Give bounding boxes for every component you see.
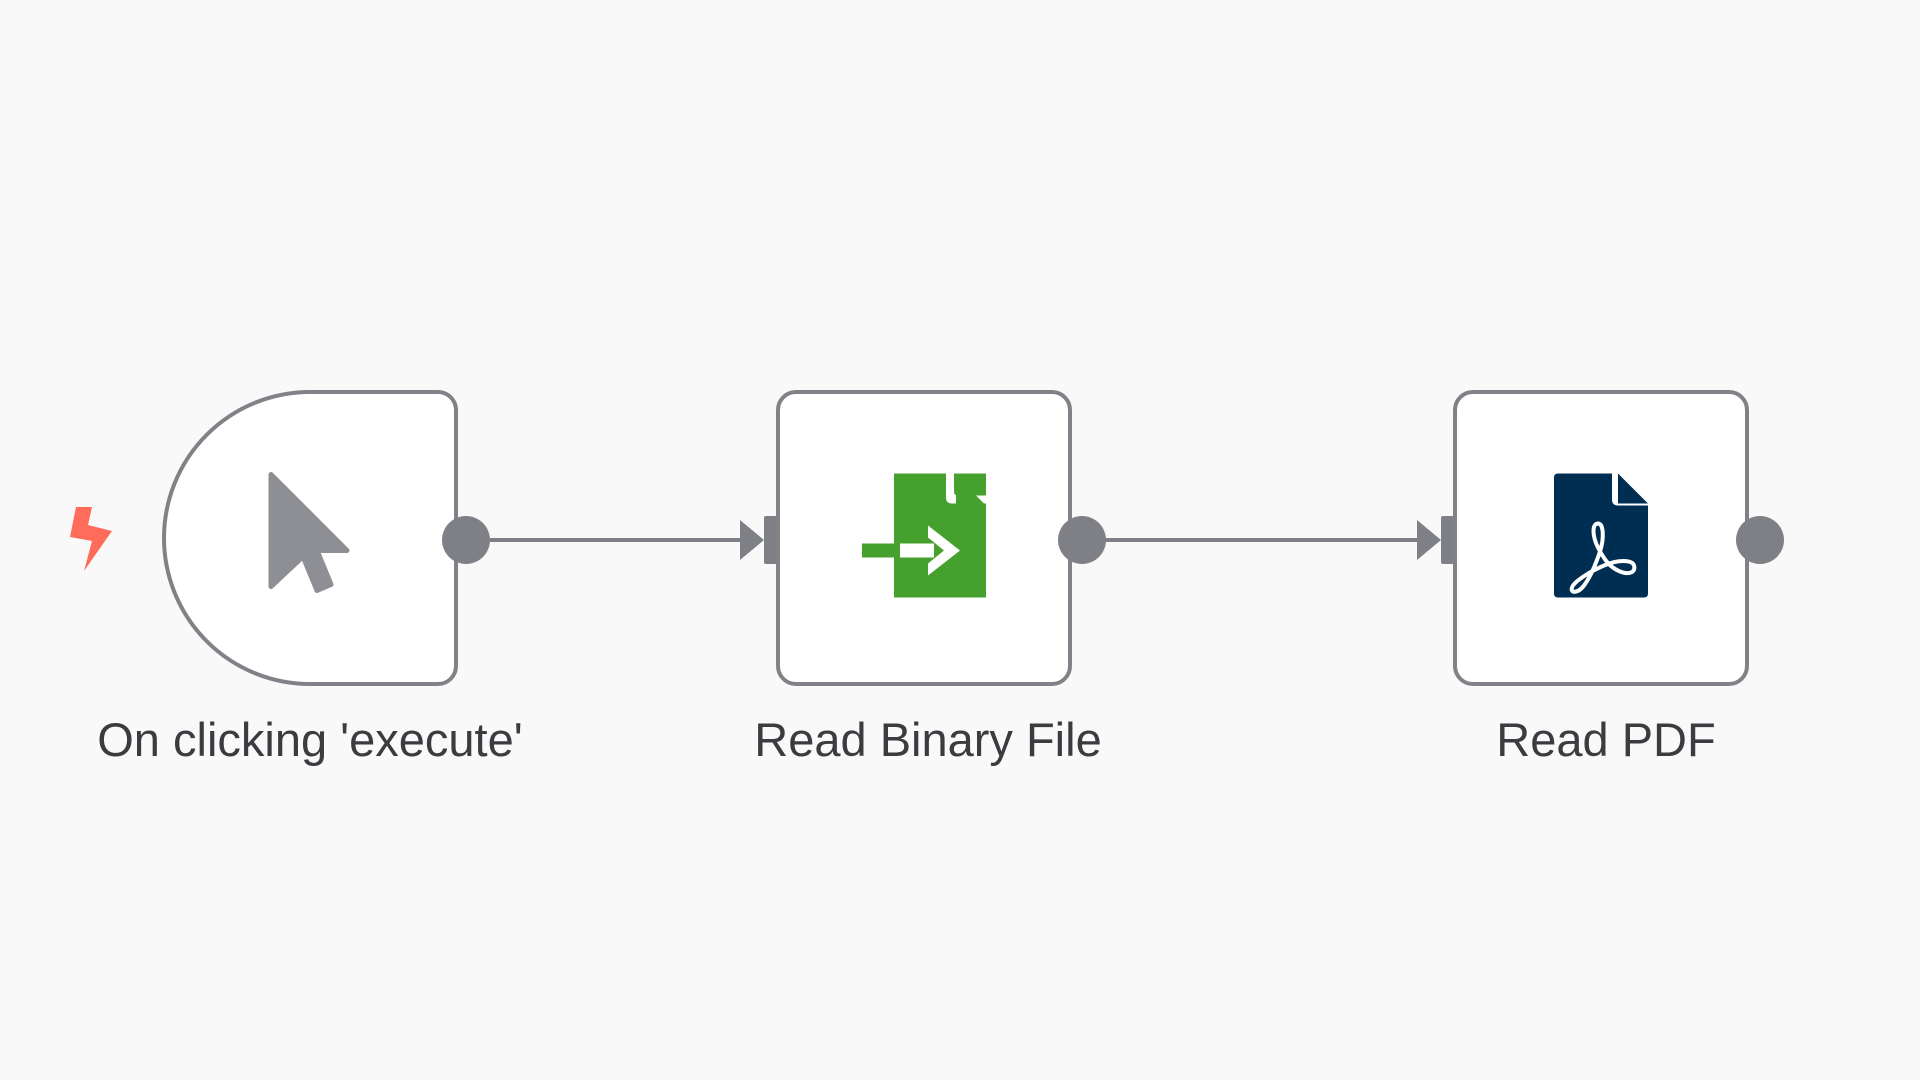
node-read-pdf[interactable] (1453, 390, 1749, 686)
pdf-file-icon (1554, 473, 1648, 598)
output-port[interactable] (1736, 516, 1784, 564)
output-port[interactable] (1058, 516, 1106, 564)
connection-read-binary-to-read-pdf[interactable] (1105, 520, 1441, 560)
node-read-binary-file[interactable] (776, 390, 1072, 686)
node-icon-container (1554, 473, 1648, 603)
node-on-clicking-execute[interactable] (162, 390, 458, 686)
file-import-icon (862, 473, 986, 598)
lightning-bolt-icon (70, 507, 112, 571)
node-label: Read PDF (1496, 713, 1716, 766)
cursor-icon (268, 472, 350, 593)
node-icon-container (267, 471, 353, 606)
output-port[interactable] (442, 516, 490, 564)
connection-trigger-to-read-binary[interactable] (490, 520, 764, 560)
node-icon-container (862, 473, 986, 603)
node-label: On clicking 'execute' (97, 713, 523, 766)
node-label: Read Binary File (754, 713, 1102, 766)
trigger-badge (68, 505, 114, 578)
